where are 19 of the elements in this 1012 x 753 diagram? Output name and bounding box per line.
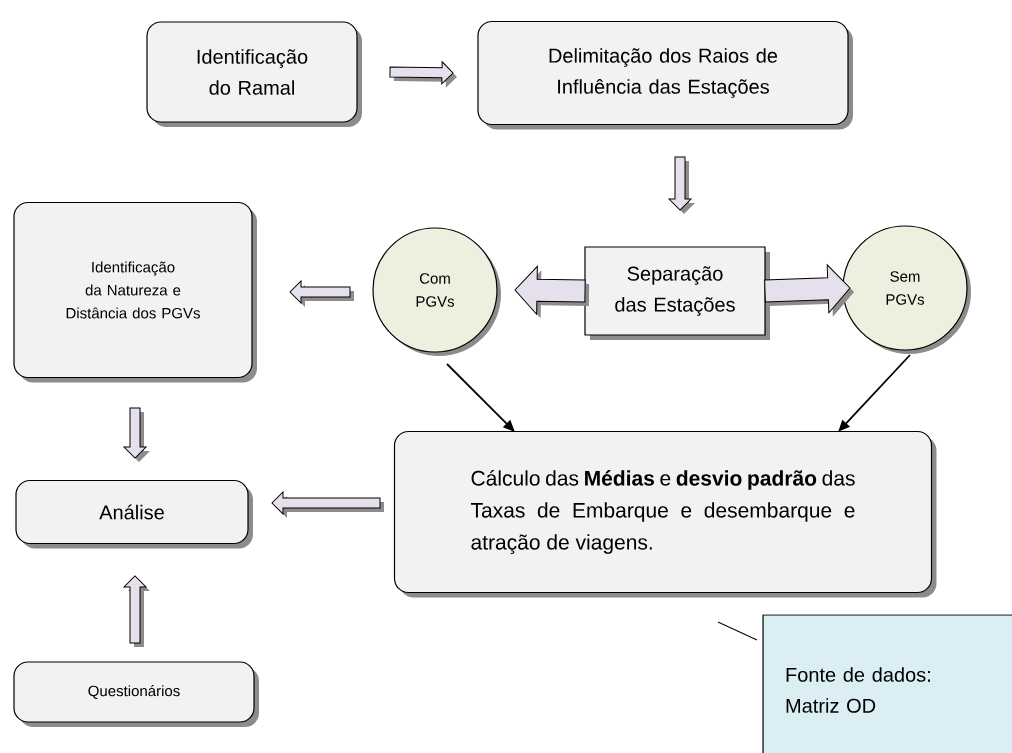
process-box: Separação das Estações (584, 246, 770, 340)
process-box: Cálculo das Médias e desvio padrão das Taxas de Embarque e desembarque e atração de viagens. (393, 430, 937, 598)
block-arrow (271, 491, 384, 518)
process-box: Análise (15, 479, 253, 549)
block-arrow (289, 280, 354, 307)
block-arrow (123, 575, 150, 647)
block-arrow (668, 156, 695, 214)
process-box: Delimitação dos Raios de Influência das Estações (477, 20, 853, 130)
process-box: Questionários (13, 661, 259, 727)
arrow (446, 363, 515, 432)
process-box: Identificação da Natureza e Distância dos PGVs (13, 201, 257, 383)
block-arrow (123, 407, 150, 462)
block-arrow (764, 264, 854, 317)
block-arrow (514, 265, 590, 319)
block-arrow (389, 61, 457, 88)
leader-line (717, 621, 758, 641)
arrow (838, 354, 911, 432)
note-box: Fonte de dados: Matriz OD (762, 614, 1012, 753)
process-box: Identificação do Ramal (146, 21, 362, 127)
